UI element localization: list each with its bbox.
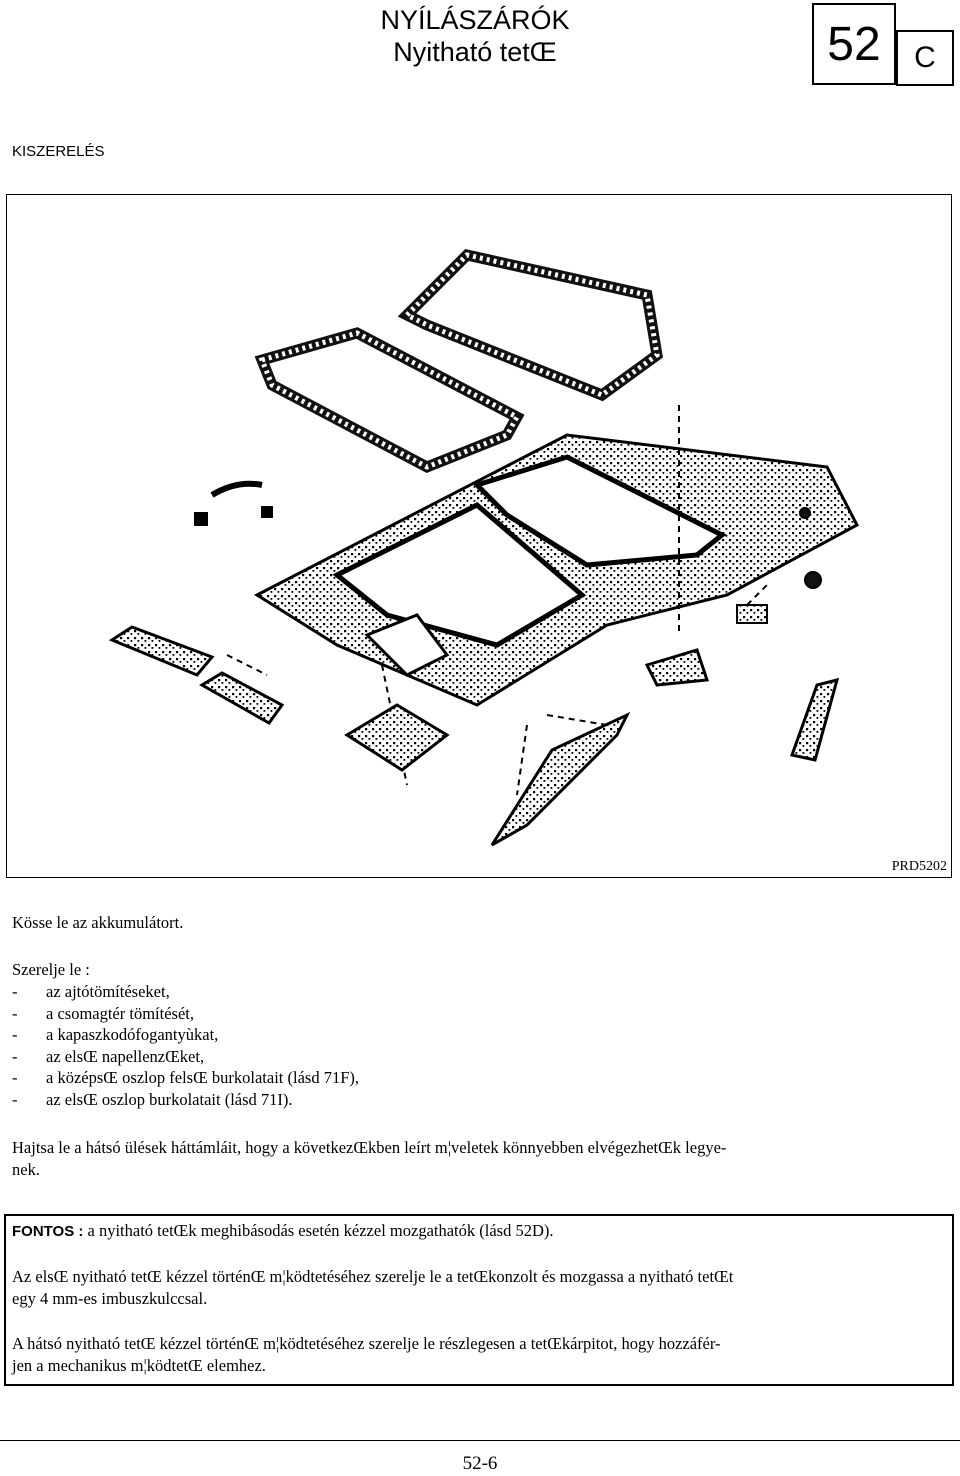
front-roof-text: Az elsŒ nyitható tetŒ kézzel történŒ m¦k… [12,1267,734,1308]
figure-code: PRD5202 [891,859,947,874]
page-title: NYÍLÁSZÁRÓK Nyitható tetŒ [300,4,650,68]
exploded-view-figure: PRD5202 [6,194,952,878]
sunroof-exploded-view-icon [108,248,860,847]
important-notice-box: FONTOS : a nyitható tetŒk meghibásodás e… [4,1214,954,1386]
footer-divider [0,1440,960,1441]
rear-roof-text: A hátsó nyitható tetŒ kézzel történŒ m¦k… [12,1334,721,1375]
title-line-1: NYÍLÁSZÁRÓK [380,5,570,35]
notice-label: FONTOS : [12,1223,84,1240]
seats-text: Hajtsa le a hátsó ülések háttámláit, hog… [12,1138,727,1179]
notice-line: FONTOS : a nyitható tetŒk meghibásodás e… [12,1221,554,1240]
page-number: 52-6 [462,1453,498,1474]
remove-intro-text: Szerelje le : [12,960,90,979]
section-letter-box: C [896,30,954,86]
section-title: KISZERELÉS [12,143,105,160]
disconnect-battery-text: Kösse le az akkumulátort. [12,913,184,932]
title-line-2: Nyitható tetŒ [393,37,557,67]
section-number-box: 52 [812,3,896,85]
